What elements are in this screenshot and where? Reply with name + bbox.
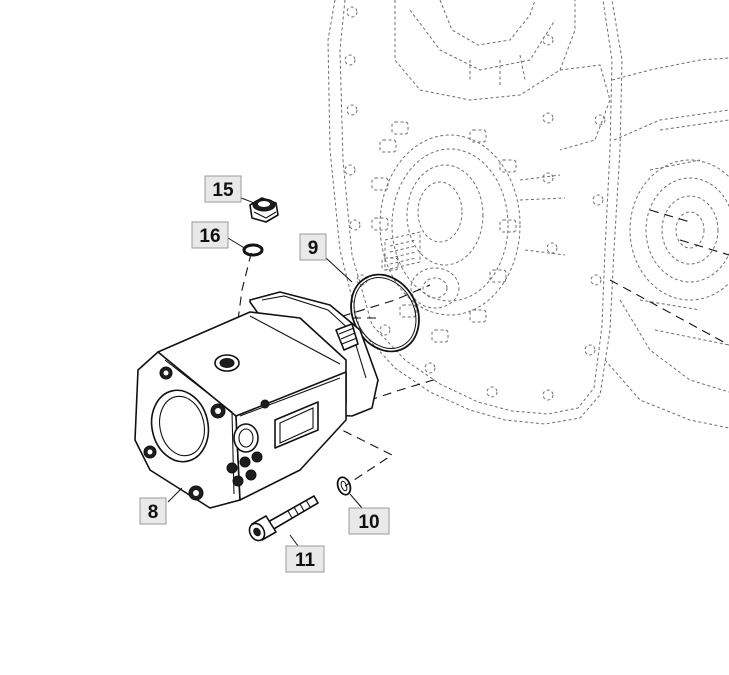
- callout-15-label: 15: [212, 180, 234, 201]
- callout-10: 10: [348, 507, 390, 535]
- callout-8-label: 8: [148, 502, 159, 523]
- callout-8: 8: [139, 497, 167, 525]
- cap-screw-part-11: [248, 495, 319, 542]
- callout-9-label: 9: [308, 238, 319, 259]
- pump-body-part-8: [134, 291, 379, 509]
- callout-9: 9: [299, 233, 327, 261]
- callout-10-label: 10: [358, 512, 379, 533]
- callout-16: 16: [191, 221, 229, 249]
- side-port-cluster: [226, 451, 263, 487]
- callout-11-label: 11: [295, 550, 316, 571]
- o-ring-part-16: [242, 243, 264, 257]
- transmission-housing-ghost: [327, 0, 729, 429]
- callout-15: 15: [204, 175, 242, 203]
- callout-11: 11: [285, 545, 325, 573]
- washer-part-10: [336, 476, 352, 496]
- leader-lines: [167, 195, 363, 547]
- callout-16-label: 16: [199, 226, 220, 247]
- plug-part-15: [249, 197, 279, 223]
